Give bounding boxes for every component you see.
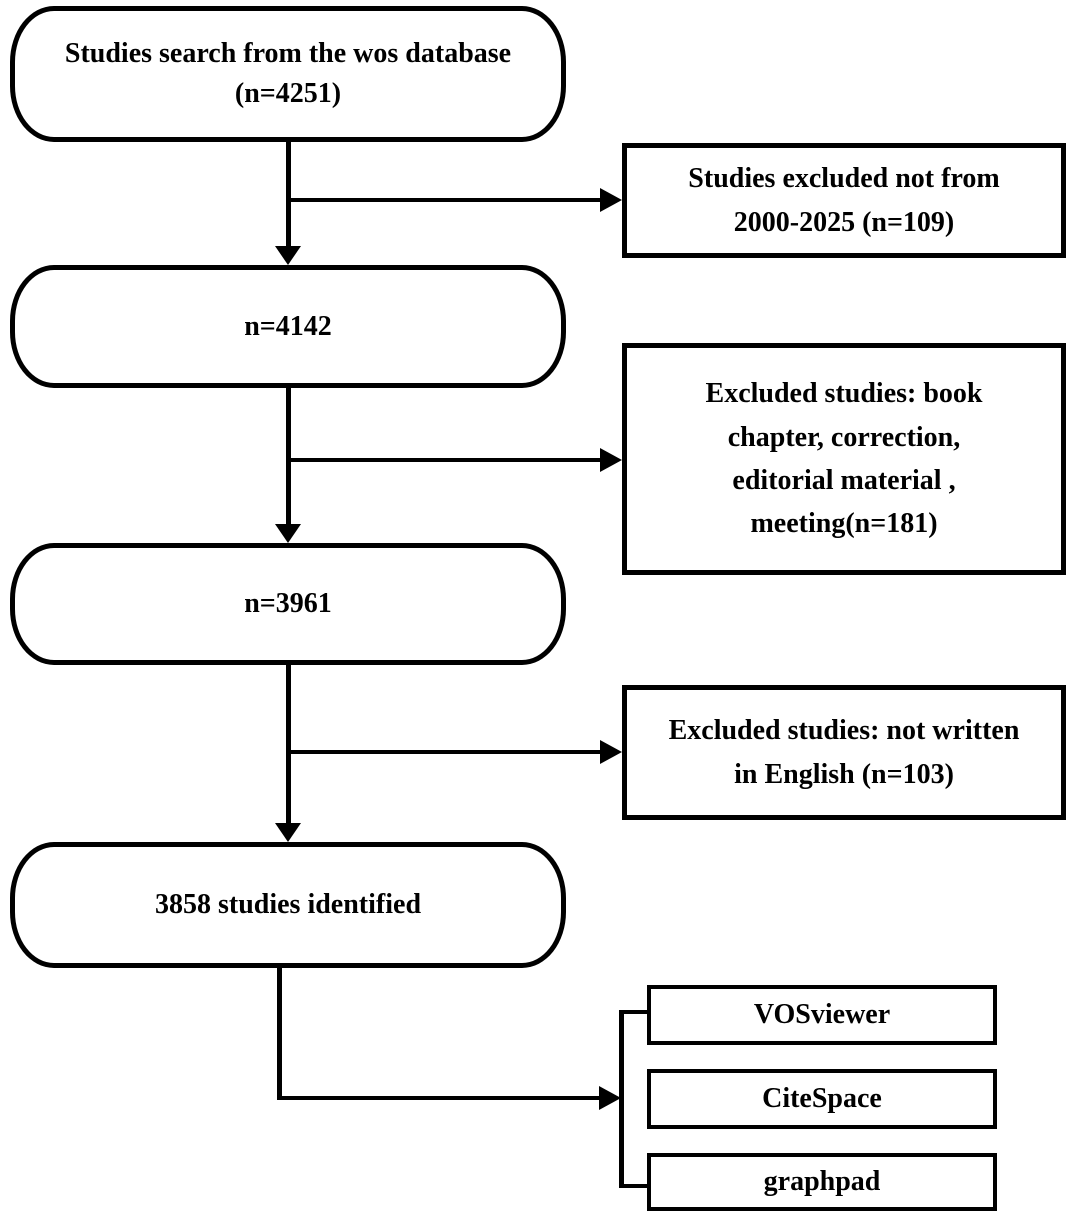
- connector-down-2: [286, 386, 291, 528]
- arrowhead-down-2-icon: [275, 524, 301, 543]
- exclusion-box-year-line2: 2000-2025 (n=109): [733, 206, 955, 238]
- arrowhead-right-2-icon: [600, 448, 622, 472]
- exclusion-box-doctype-line3: editorial material ,: [732, 465, 956, 496]
- flow-box-n3961: n=3961: [10, 543, 566, 665]
- flow-box-n4142: n=4142: [10, 265, 566, 388]
- arrowhead-right-4-icon: [599, 1086, 621, 1110]
- tool-box-graphpad-label: graphpad: [763, 1166, 881, 1198]
- connector-down-3: [286, 663, 291, 823]
- tool-box-citespace: CiteSpace: [647, 1069, 997, 1129]
- exclusion-box-doctype-line4: meeting(n=181): [750, 508, 938, 540]
- connector-branch-1: [288, 198, 604, 202]
- arrowhead-down-3-icon: [275, 823, 301, 842]
- exclusion-box-doctype-line1: Excluded studies: book: [705, 378, 983, 410]
- flow-box-identified: 3858 studies identified: [10, 842, 566, 968]
- tool-box-vosviewer-label: VOSviewer: [753, 999, 891, 1031]
- connector-down-4: [277, 966, 282, 1098]
- arrowhead-right-3-icon: [600, 740, 622, 764]
- flow-box-n3961-label: n=3961: [244, 588, 332, 620]
- tool-box-vosviewer: VOSviewer: [647, 985, 997, 1045]
- arrowhead-right-1-icon: [600, 188, 622, 212]
- flow-box-search-line2: (n=4251): [234, 78, 342, 109]
- flow-box-search: Studies search from the wos database (n=…: [10, 6, 566, 142]
- connector-branch-4: [277, 1096, 603, 1100]
- connector-down-1: [286, 140, 291, 250]
- exclusion-box-language: Excluded studies: not written in English…: [622, 685, 1066, 820]
- exclusion-box-doctype: Excluded studies: book chapter, correcti…: [622, 343, 1066, 575]
- tool-box-citespace-label: CiteSpace: [762, 1083, 882, 1115]
- bracket-vertical: [619, 1010, 624, 1188]
- flow-box-n4142-label: n=4142: [244, 310, 332, 342]
- flow-box-search-line1: Studies search from the wos database: [64, 38, 512, 70]
- exclusion-box-year: Studies excluded not from 2000-2025 (n=1…: [622, 143, 1066, 258]
- exclusion-box-year-line1: Studies excluded not from: [688, 163, 1000, 195]
- exclusion-box-language-line2: in English (n=103): [734, 758, 954, 790]
- bracket-stub-bottom: [619, 1184, 647, 1188]
- connector-branch-3: [288, 750, 604, 754]
- arrowhead-down-1-icon: [275, 246, 301, 265]
- exclusion-box-language-line1: Excluded studies: not written: [668, 715, 1020, 747]
- tool-box-graphpad: graphpad: [647, 1153, 997, 1211]
- bracket-stub-top: [619, 1010, 647, 1014]
- connector-branch-2: [288, 458, 604, 462]
- exclusion-box-doctype-line2: chapter, correction,: [727, 421, 961, 453]
- flow-box-identified-label: 3858 studies identified: [154, 889, 422, 921]
